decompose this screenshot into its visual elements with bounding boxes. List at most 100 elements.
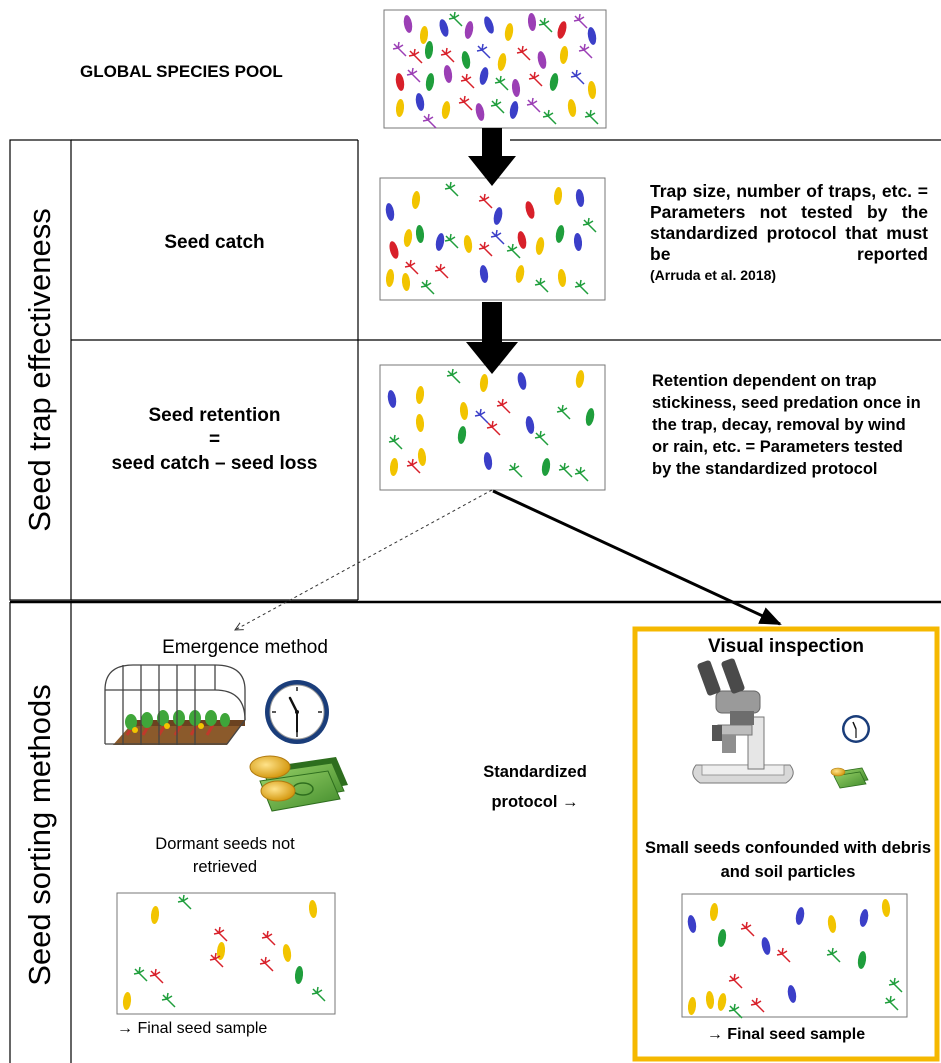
plumed-seed-glyph	[728, 1003, 743, 1019]
emergence-seed-box	[116, 892, 336, 1015]
plumed-seed-glyph	[582, 217, 597, 233]
visual-inspection-title: Visual inspection	[708, 636, 864, 657]
seed-glyph	[587, 27, 597, 45]
seed-glyph	[859, 909, 869, 927]
seed-glyph	[459, 402, 469, 420]
seed-glyph	[415, 225, 425, 243]
plumed-seed-glyph	[404, 259, 419, 275]
seed-glyph	[439, 19, 449, 37]
seed-glyph	[401, 273, 411, 291]
plumed-seed-glyph	[406, 67, 421, 83]
seed-glyph	[463, 235, 473, 253]
seed-glyph	[387, 390, 397, 408]
seed-glyph	[411, 191, 421, 209]
arrow-pool-to-catch	[468, 128, 516, 186]
plumed-seed-glyph	[444, 181, 459, 197]
seed-glyph	[475, 103, 485, 121]
plumed-seed-glyph	[538, 17, 553, 33]
plumed-seed-glyph	[494, 75, 509, 91]
plumed-seed-glyph	[584, 109, 599, 125]
plumed-seed-glyph	[542, 109, 557, 125]
emergence-method-title: Emergence method	[162, 637, 328, 658]
plumed-seed-glyph	[534, 277, 549, 293]
plumed-seed-glyph	[392, 41, 407, 57]
seed-glyph	[537, 51, 547, 69]
plumed-seed-glyph	[556, 404, 571, 420]
plumed-seed-glyph	[888, 977, 903, 993]
plumed-seed-glyph	[460, 73, 475, 89]
seed-glyph	[282, 944, 292, 962]
emergence-final-sample: → Final seed sample	[117, 1020, 268, 1037]
seed-glyph	[493, 207, 503, 225]
seed-retention-title-line2: =	[208, 429, 221, 450]
seed-glyph	[216, 942, 226, 960]
plumed-seed-glyph	[440, 47, 455, 63]
seed-catch-note: Trap size, number of traps, etc. = Param…	[650, 181, 928, 264]
visual-inspection-seeds	[687, 899, 903, 1019]
seed-glyph	[717, 993, 727, 1011]
plumed-seed-glyph	[474, 408, 489, 424]
seed-glyph	[709, 903, 719, 921]
plumed-seed-glyph	[478, 241, 493, 257]
seed-glyph	[559, 46, 569, 64]
stage-label-sorting-methods: Seed sorting methods	[22, 684, 57, 986]
seed-glyph	[389, 458, 399, 476]
seed-glyph	[479, 265, 489, 283]
plumed-seed-glyph	[434, 263, 449, 279]
seed-glyph	[294, 966, 304, 984]
plumed-seed-glyph	[161, 992, 176, 1008]
solid-arrow-to-visual	[492, 489, 782, 626]
seed-glyph	[587, 81, 597, 99]
plumed-seed-glyph	[213, 926, 228, 942]
dashed-arrow-to-emergence	[235, 489, 493, 630]
panel-lines	[9, 139, 941, 1063]
seed-glyph	[443, 65, 453, 83]
plumed-seed-glyph	[574, 466, 589, 482]
plumed-seed-glyph	[444, 233, 459, 249]
seed-glyph	[555, 225, 565, 243]
seed-glyph	[573, 233, 583, 251]
seed-glyph	[479, 374, 489, 392]
seed-glyph	[403, 229, 413, 247]
seed-glyph	[535, 237, 545, 255]
seed-glyph	[308, 900, 318, 918]
plumed-seed-glyph	[558, 462, 573, 478]
seed-glyph	[557, 269, 567, 287]
plumed-seed-glyph	[406, 458, 421, 474]
plumed-seed-glyph	[420, 279, 435, 295]
plumed-seed-glyph	[490, 229, 505, 245]
plumed-seed-glyph	[578, 43, 593, 59]
seed-glyph	[509, 101, 519, 119]
seed-glyph	[504, 23, 514, 41]
seed-glyph	[857, 951, 867, 969]
seed-glyph	[881, 899, 891, 917]
plumed-seed-glyph	[388, 434, 403, 450]
seed-retention-seeds	[387, 368, 595, 482]
plumed-seed-glyph	[261, 930, 276, 946]
seed-glyph	[419, 26, 429, 44]
visual-final-sample: → Final seed sample	[706, 1026, 866, 1043]
plumed-seed-glyph	[209, 952, 224, 968]
seed-catch-citation: (Arruda et al. 2018)	[650, 267, 777, 283]
seed-glyph	[687, 997, 697, 1015]
plumed-seed-glyph	[528, 71, 543, 87]
arrow-catch-to-retention	[466, 302, 518, 374]
seed-glyph	[415, 414, 425, 432]
seed-retention-note: Retention dependent on trap stickiness, …	[652, 372, 921, 478]
seed-glyph	[525, 201, 535, 219]
seed-catch-seeds	[385, 181, 597, 295]
seed-glyph	[441, 101, 451, 119]
seed-glyph	[385, 269, 395, 287]
seed-glyph	[717, 929, 727, 947]
seed-glyph	[557, 21, 567, 39]
plumed-seed-glyph	[776, 947, 791, 963]
visual-inspection-box	[632, 626, 940, 1062]
small-clock-icon	[842, 715, 870, 743]
seed-glyph	[515, 265, 525, 283]
trap-stage-label-cell	[9, 139, 72, 601]
plumed-seed-glyph	[728, 973, 743, 989]
plumed-seed-glyph	[508, 462, 523, 478]
seed-glyph	[527, 13, 537, 31]
plumed-seed-glyph	[177, 894, 192, 910]
